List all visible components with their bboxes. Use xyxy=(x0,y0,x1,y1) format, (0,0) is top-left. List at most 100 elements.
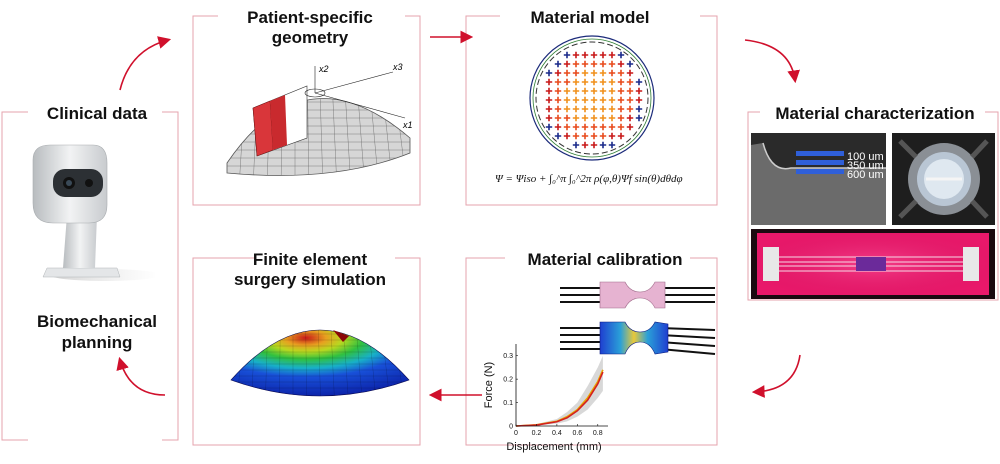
fiber-cross xyxy=(608,60,616,68)
fiber-cross xyxy=(545,78,553,86)
fiber-cross xyxy=(563,69,571,77)
fiber-cross xyxy=(617,123,625,131)
fiber-cross xyxy=(581,78,589,86)
fiber-cross xyxy=(599,87,607,95)
tensile-test-image xyxy=(751,229,995,299)
fiber-cross xyxy=(608,51,616,59)
fiber-cross xyxy=(563,51,571,59)
fiber-cross xyxy=(572,132,580,140)
fiber-cross xyxy=(572,123,580,131)
fiber-cross xyxy=(581,96,589,104)
fiber-cross xyxy=(545,123,553,131)
fiber-cross xyxy=(545,105,553,113)
fiber-cross xyxy=(599,51,607,59)
fiber-cross xyxy=(581,141,589,149)
fiber-cross xyxy=(590,114,598,122)
fiber-cross xyxy=(581,114,589,122)
y-tick-label: 0.2 xyxy=(503,377,513,384)
fiber-cross xyxy=(626,105,634,113)
axis-x3-label: x3 xyxy=(392,62,403,72)
fiber-cross xyxy=(626,114,634,122)
fiber-cross xyxy=(572,51,580,59)
clinical-data-title: Clinical data xyxy=(46,104,148,123)
fiber-cross xyxy=(581,60,589,68)
fiber-cross xyxy=(572,96,580,104)
fiber-cross xyxy=(599,60,607,68)
arrow-model-to-characterization xyxy=(744,39,800,84)
fiber-cross xyxy=(626,123,634,131)
fe-dome xyxy=(230,329,410,397)
fiber-cross xyxy=(572,69,580,77)
fiber-cross xyxy=(635,87,643,95)
fiber-cross xyxy=(599,132,607,140)
sem-cross-section-image xyxy=(751,133,886,225)
fiber-cross xyxy=(590,96,598,104)
fiber-cross xyxy=(617,78,625,86)
fiber-cross xyxy=(572,78,580,86)
arrow-characterization-to-calibration xyxy=(751,354,801,398)
fiber-cross xyxy=(608,141,616,149)
fiber-cross xyxy=(572,114,580,122)
fiber-cross xyxy=(554,78,562,86)
axis-x2-label: x2 xyxy=(318,64,329,74)
fiber-cross xyxy=(554,132,562,140)
fiber-cross xyxy=(581,105,589,113)
fiber-cross xyxy=(626,78,634,86)
fiber-cross xyxy=(590,105,598,113)
material-model-equation: Ψ = Ψiso + ∫₀^π ∫₀^2π ρ(φ,θ)Ψf sin(θ)dθd… xyxy=(495,173,683,185)
fiber-cross xyxy=(590,141,598,149)
fiber-cross xyxy=(608,114,616,122)
fiber-cross xyxy=(617,132,625,140)
fiber-orientation-crosses xyxy=(545,51,643,149)
x-tick-label: 0 xyxy=(514,430,518,437)
arrow-clinical-to-geometry xyxy=(119,36,172,91)
fiber-cross xyxy=(545,114,553,122)
material-model-title: Material model xyxy=(530,8,650,27)
fiber-cross xyxy=(617,51,625,59)
x-tick-label: 0.2 xyxy=(532,430,542,437)
chart-series-line-1 xyxy=(515,371,604,427)
fiber-cross xyxy=(545,87,553,95)
fiber-cross xyxy=(581,51,589,59)
fiber-cross xyxy=(563,60,571,68)
fiber-cross xyxy=(563,123,571,131)
fiber-cross xyxy=(563,132,571,140)
fiber-cross xyxy=(599,123,607,131)
fiber-cross xyxy=(635,96,643,104)
fiber-cross xyxy=(581,132,589,140)
fiber-cross xyxy=(554,114,562,122)
fiber-cross xyxy=(608,123,616,131)
y-tick-label: 0 xyxy=(509,424,513,431)
fiber-cross xyxy=(554,87,562,95)
fiber-cross xyxy=(626,60,634,68)
geometry-title: Patient-specific geometry xyxy=(247,8,373,47)
scale-label-600: 600 um xyxy=(847,169,884,181)
fiber-cross xyxy=(599,105,607,113)
fiber-cross xyxy=(572,60,580,68)
fiber-cross xyxy=(635,78,643,86)
fiber-cross xyxy=(572,105,580,113)
fiber-cross xyxy=(626,87,634,95)
calibration-title: Material calibration xyxy=(527,250,683,269)
fiber-cross xyxy=(599,141,607,149)
fiber-cross xyxy=(590,132,598,140)
fiber-cross xyxy=(590,78,598,86)
fiber-cross xyxy=(590,87,598,95)
fiber-distribution-image xyxy=(529,35,655,161)
fiber-cross xyxy=(563,87,571,95)
fiber-cross xyxy=(554,60,562,68)
biomechanical-planning-title: Biomechanical planning xyxy=(37,312,157,352)
fiber-cross xyxy=(554,96,562,104)
fiber-cross xyxy=(545,96,553,104)
fiber-cross xyxy=(572,87,580,95)
fiber-cross xyxy=(617,87,625,95)
fiber-cross xyxy=(608,105,616,113)
x-tick-label: 0.6 xyxy=(572,430,582,437)
fiber-cross xyxy=(608,69,616,77)
fiber-cross xyxy=(581,69,589,77)
y-tick-label: 0.1 xyxy=(503,400,513,407)
fiber-cross xyxy=(617,69,625,77)
